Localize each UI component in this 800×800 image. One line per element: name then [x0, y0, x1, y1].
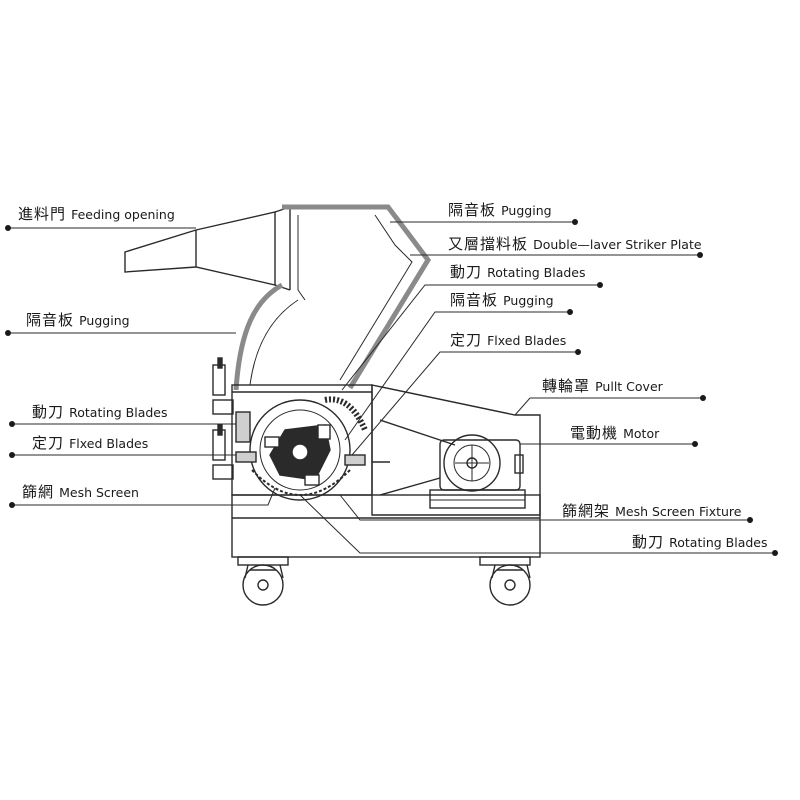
label-en: Rotating Blades	[669, 535, 768, 550]
callout-mesh-screen-fixture	[339, 494, 750, 521]
upper-chute	[233, 204, 432, 391]
label-en: Double—laver Striker Plate	[533, 237, 702, 252]
wheel-left	[242, 564, 284, 606]
label-en: Motor	[623, 426, 660, 441]
wheel-right	[489, 564, 531, 606]
label-cn: 電動機	[570, 424, 619, 442]
label-en: Pullt Cover	[595, 379, 663, 394]
label-cn: 隔音板	[450, 291, 499, 309]
label-fixed-blades-right: 定刀 Flxed Blades	[450, 332, 566, 348]
label-cn: 動刀	[450, 263, 483, 281]
label-cn: 隔音板	[448, 201, 497, 219]
callout-rotating-blades-upper	[341, 284, 600, 391]
label-en: Feeding opening	[71, 207, 175, 222]
callout-mesh-screen	[12, 487, 276, 506]
label-en: Pugging	[501, 203, 552, 218]
label-cn: 篩網	[22, 483, 55, 501]
label-en: Mesh Screen	[59, 485, 139, 500]
label-mesh-screen: 篩網 Mesh Screen	[22, 484, 139, 500]
label-cn: 進料門	[18, 205, 67, 223]
machine-body	[124, 204, 541, 606]
label-rotating-blades-upper: 動刀 Rotating Blades	[450, 264, 586, 280]
label-cn: 定刀	[450, 331, 483, 349]
label-rotating-blades-left: 動刀 Rotating Blades	[32, 404, 168, 420]
callout-lines	[5, 219, 778, 556]
label-en: Mesh Screen Fixture	[615, 504, 742, 519]
label-en: Flxed Blades	[487, 333, 567, 348]
label-en: Rotating Blades	[69, 405, 168, 420]
label-cn: 定刀	[32, 434, 65, 452]
label-rotating-blades-bottom: 動刀 Rotating Blades	[632, 534, 768, 550]
label-cn: 動刀	[32, 403, 65, 421]
motor	[429, 434, 526, 509]
label-cn: 又層擋料板	[448, 235, 529, 253]
callout-fixed-blades-right	[351, 351, 578, 456]
label-cn: 篩網架	[562, 502, 611, 520]
label-pugging-right: 隔音板 Pugging	[450, 292, 554, 308]
label-pugging-left: 隔音板 Pugging	[26, 312, 130, 328]
label-striker-plate: 又層擋料板 Double—laver Striker Plate	[448, 236, 702, 252]
label-cn: 隔音板	[26, 311, 75, 329]
label-motor: 電動機 Motor	[570, 425, 659, 441]
label-pulley-cover: 轉輪罩 Pullt Cover	[542, 378, 663, 394]
label-cn: 動刀	[632, 533, 665, 551]
label-pugging-top: 隔音板 Pugging	[448, 202, 552, 218]
label-en: Flxed Blades	[69, 436, 149, 451]
callout-rotating-blades-bottom	[299, 494, 775, 554]
label-cn: 轉輪罩	[542, 377, 591, 395]
label-fixed-blades-left: 定刀 Flxed Blades	[32, 435, 148, 451]
label-en: Pugging	[503, 293, 554, 308]
label-en: Pugging	[79, 313, 130, 328]
label-mesh-screen-fixture: 篩網架 Mesh Screen Fixture	[562, 503, 741, 519]
callout-pugging-right	[344, 311, 570, 441]
label-en: Rotating Blades	[487, 265, 586, 280]
base-frame	[231, 494, 541, 566]
callout-pulley-cover	[514, 397, 703, 416]
label-feeding-opening: 進料門 Feeding opening	[18, 206, 175, 222]
